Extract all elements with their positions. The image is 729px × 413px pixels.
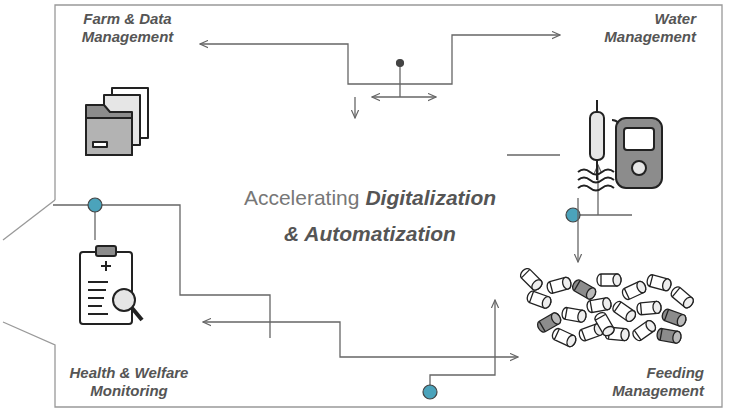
pellet	[593, 311, 615, 338]
title-line: AcceleratingDigitalization	[190, 180, 550, 216]
center-title: AcceleratingDigitalization & Automatizat…	[190, 180, 550, 252]
topic-area: Farm & Data Management	[55, 8, 200, 158]
wires	[53, 63, 632, 392]
junction-dots	[88, 60, 580, 400]
pellet	[611, 300, 638, 324]
connector	[577, 198, 578, 262]
topic-area: Feeding Management	[518, 262, 708, 402]
feed-pellets	[519, 267, 696, 349]
center-label: Accelerating	[244, 186, 360, 209]
pellet	[561, 307, 587, 323]
pellet	[646, 274, 672, 292]
pellet	[526, 290, 553, 309]
pellet	[656, 328, 682, 344]
folder-icon	[86, 88, 148, 155]
clipboard-icon	[80, 246, 142, 324]
frame	[3, 5, 722, 407]
connector	[200, 35, 560, 84]
topic-heading: Farm & Data Management	[73, 10, 183, 46]
pellet	[637, 301, 662, 315]
center-label: & Automatization	[284, 222, 456, 245]
title-line: & Automatization	[190, 216, 550, 252]
pellet	[571, 278, 598, 300]
pellet	[551, 327, 578, 348]
center-label: Digitalization	[365, 186, 496, 209]
topic-heading: Health & Welfare Monitoring	[59, 364, 199, 400]
connector	[203, 322, 518, 357]
pellet	[621, 280, 648, 301]
water-meter-icon	[578, 100, 662, 191]
pellet	[519, 267, 544, 292]
topic-heading: Water Management	[584, 10, 696, 46]
pellet	[661, 308, 688, 327]
topic-area: Water Management	[560, 8, 700, 198]
pellet	[669, 285, 695, 310]
frame-notch	[3, 200, 55, 240]
pellet	[597, 274, 621, 286]
topic-area: Health & Welfare Monitoring	[55, 240, 203, 402]
pellet	[631, 319, 658, 343]
pellet	[586, 297, 612, 313]
pellet	[546, 276, 572, 294]
topic-heading: Feeding Management	[592, 364, 704, 400]
